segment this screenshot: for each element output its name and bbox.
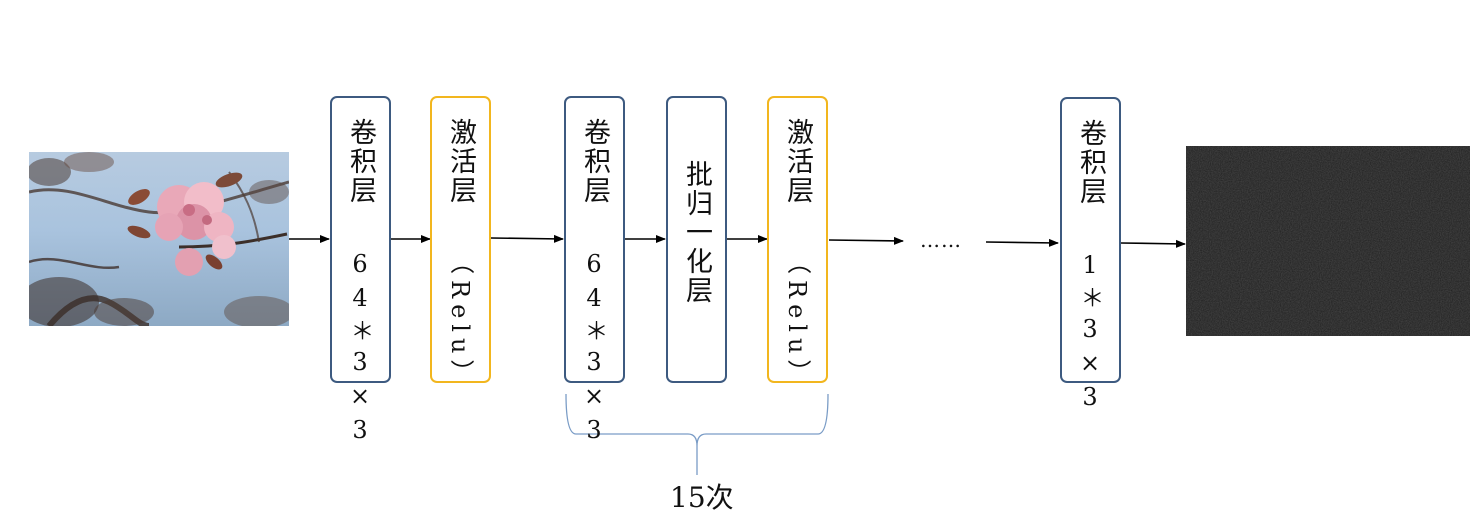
arrow-ellipsis-to-conv-last [985, 238, 1059, 247]
ellipsis-label: …… [920, 228, 962, 252]
repeat-brace [565, 393, 829, 475]
repeat-count-label: 15次 [670, 481, 734, 514]
conv-layer-1-spec: 64＊3×3 [346, 250, 374, 450]
conv-layer-last-title: 卷积层 [1075, 119, 1106, 206]
relu-layer-2: 激活层 （Relu） [767, 96, 828, 389]
conv-layer-2-spec: 64＊3×3 [580, 250, 608, 450]
conv-layer-1: 卷积层 64＊3×3 [330, 96, 391, 450]
relu-layer-1-spec: （Relu） [446, 250, 474, 390]
relu-layer-2-spec: （Relu） [783, 250, 811, 390]
output-image [1186, 146, 1470, 336]
relu-layer-2-title: 激活层 [782, 118, 813, 205]
conv-layer-2: 卷积层 64＊3×3 [564, 96, 625, 450]
arrow-relu1-to-conv2 [490, 234, 564, 243]
conv-layer-2-title: 卷积层 [579, 118, 610, 205]
conv-layer-last-spec: 1＊3×3 [1076, 251, 1104, 417]
batch-norm-layer-title: 批归一化层 [681, 160, 712, 305]
cherry-blossom-picture [29, 152, 289, 326]
conv-layer-last: 卷积层 1＊3×3 [1060, 97, 1121, 417]
relu-layer-1-title: 激活层 [445, 118, 476, 205]
noise-texture [1186, 146, 1470, 336]
batch-norm-layer: 批归一化层 [666, 96, 727, 383]
arrow-relu2-to-ellipsis [828, 236, 904, 245]
relu-layer-1: 激活层 （Relu） [430, 96, 491, 389]
conv-layer-1-title: 卷积层 [345, 118, 376, 205]
input-image [29, 152, 289, 326]
arrow-conv-last-to-output [1120, 239, 1186, 248]
